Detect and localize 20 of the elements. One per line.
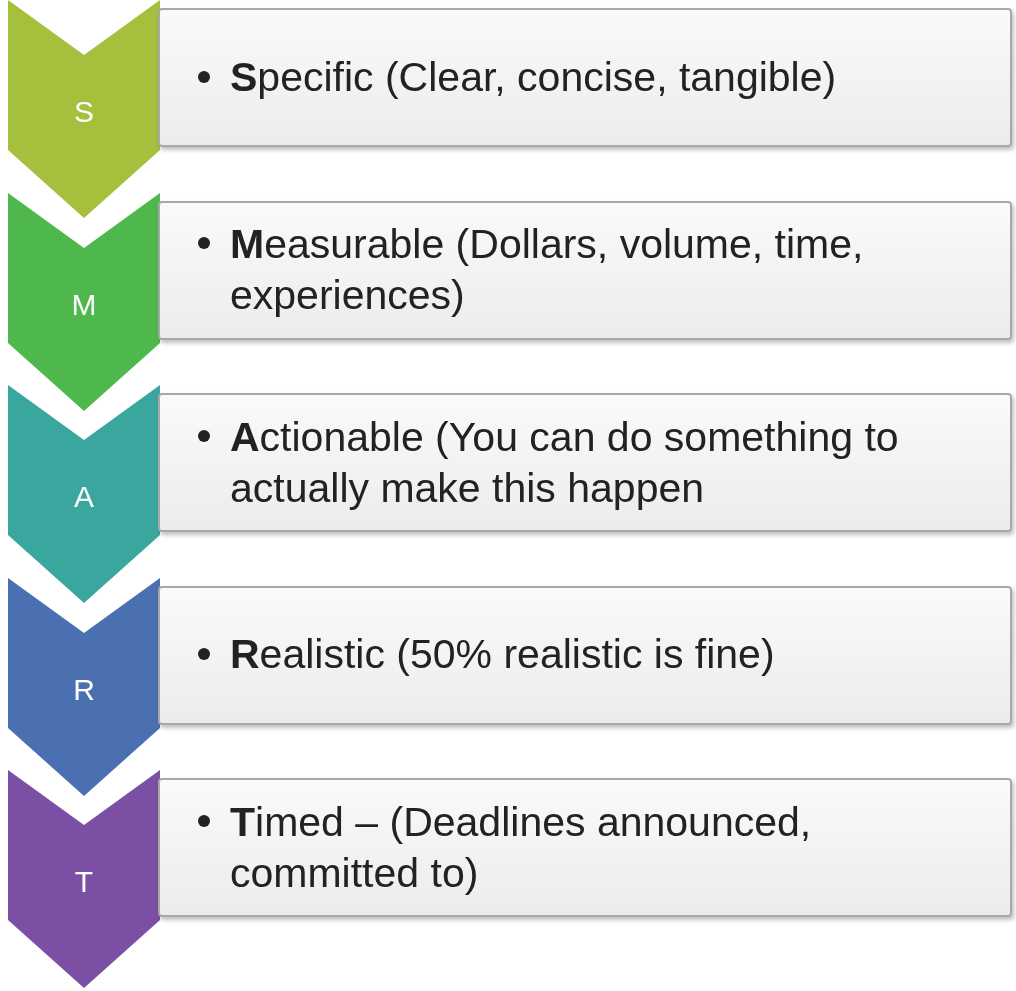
text-box [158,585,1012,725]
chevron-shape [8,577,160,798]
chevron-letter: M [70,287,98,322]
chevron-letter: T [73,865,95,899]
text-box [158,393,1012,532]
chevron-shape [8,0,160,220]
item-text: Realistic (50% realistic is fine) [230,630,776,680]
chevron-shape [8,770,160,990]
item-text: Actionable (You can do something to actually make this happen [230,412,900,513]
text-box [158,8,1012,147]
item-text: Specific (Clear, concise, tangible) [230,52,838,102]
item-text: Timed – (Deadlines announced, committed to) [230,797,813,898]
chevron-letter: A [73,480,95,514]
chevron-shape [8,385,160,605]
text-box [158,200,1012,340]
chevron-shape [8,192,160,413]
text-box [158,778,1012,917]
chevron-letter: R [72,672,96,707]
item-text: Measurable (Dollars, volume, time, experiences) [230,219,865,320]
chevron-letter: S [73,95,95,129]
